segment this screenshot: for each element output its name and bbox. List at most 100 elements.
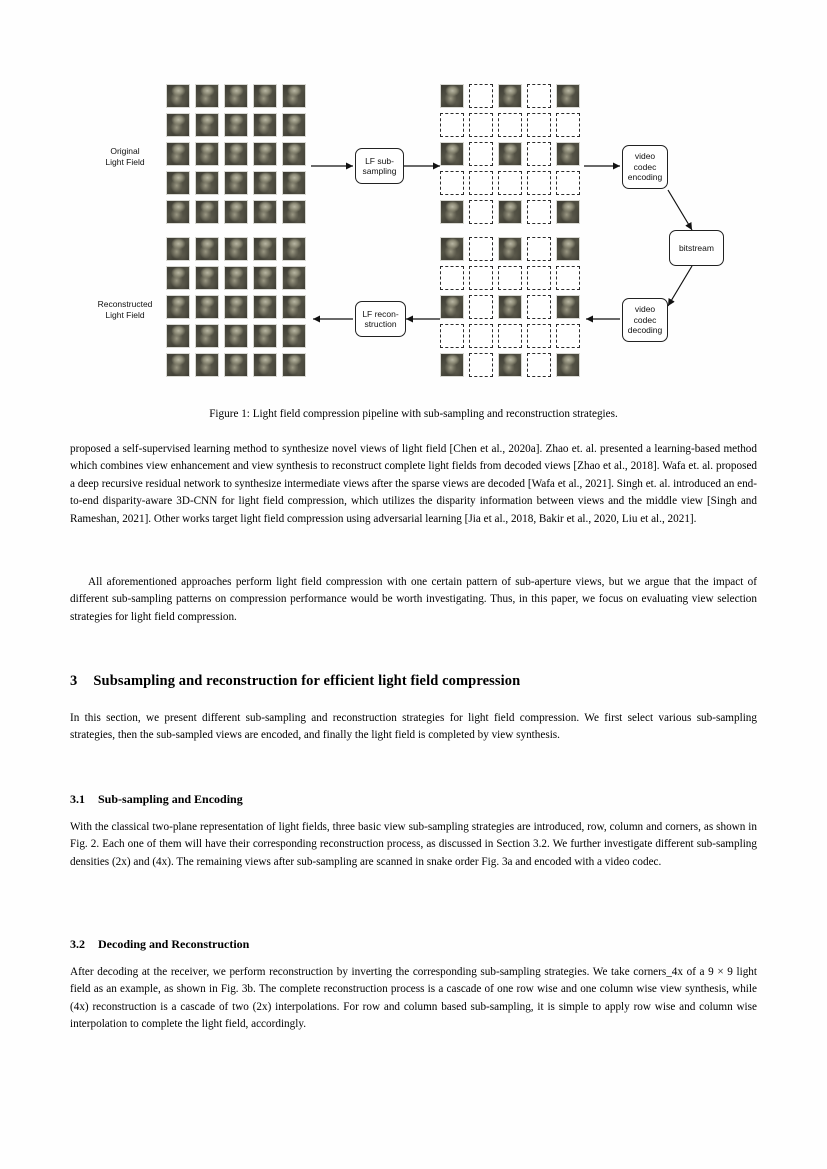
lf-view bbox=[253, 142, 277, 166]
lf-view-missing bbox=[469, 266, 493, 290]
section-3-2-body-block: After decoding at the receiver, we perfo… bbox=[70, 964, 757, 1034]
lf-view-missing bbox=[498, 266, 522, 290]
lf-view bbox=[166, 324, 190, 348]
lf-view bbox=[440, 200, 464, 224]
figure-arrows bbox=[311, 162, 693, 323]
lf-view-missing bbox=[527, 295, 551, 319]
lf-view bbox=[224, 237, 248, 261]
lf-view-missing bbox=[469, 295, 493, 319]
lf-view-missing bbox=[527, 237, 551, 261]
label-reconstructed-light-field: Reconstructed Light Field bbox=[97, 299, 153, 320]
section-3-2-number: 3.2 bbox=[70, 937, 85, 951]
lf-view bbox=[195, 353, 219, 377]
lf-view bbox=[224, 113, 248, 137]
lf-view-missing bbox=[469, 200, 493, 224]
lf-view bbox=[253, 200, 277, 224]
lf-view-missing bbox=[556, 113, 580, 137]
lf-view-missing bbox=[440, 113, 464, 137]
lf-view bbox=[166, 171, 190, 195]
lf-view-missing bbox=[527, 142, 551, 166]
lf-view-missing bbox=[469, 84, 493, 108]
lf-view bbox=[556, 295, 580, 319]
section-3-intro-block: In this section, we present different su… bbox=[70, 710, 757, 745]
lf-view bbox=[282, 142, 306, 166]
section-3-heading-block: 3 Subsampling and reconstruction for effi… bbox=[70, 673, 757, 690]
lf-view bbox=[556, 353, 580, 377]
section-3-heading: 3 Subsampling and reconstruction for effi… bbox=[70, 673, 757, 690]
lf-view bbox=[498, 200, 522, 224]
section-3-1-body-block: With the classical two-plane representat… bbox=[70, 819, 757, 871]
lf-view bbox=[224, 353, 248, 377]
lf-view-missing bbox=[469, 353, 493, 377]
lf-view bbox=[498, 353, 522, 377]
lf-view bbox=[440, 84, 464, 108]
section-3-number: 3 bbox=[70, 673, 78, 689]
lf-view bbox=[556, 237, 580, 261]
lf-view bbox=[166, 295, 190, 319]
body-paragraph-2-block: All aforementioned approaches perform li… bbox=[70, 574, 757, 626]
lf-view bbox=[224, 84, 248, 108]
lf-view bbox=[224, 324, 248, 348]
lf-view bbox=[195, 295, 219, 319]
body-paragraph-1-block: proposed a self-supervised learning meth… bbox=[70, 441, 757, 528]
lf-view-missing bbox=[556, 266, 580, 290]
lf-view bbox=[166, 142, 190, 166]
lf-view bbox=[282, 200, 306, 224]
lf-view bbox=[556, 200, 580, 224]
paragraph-section-3-2: After decoding at the receiver, we perfo… bbox=[70, 966, 757, 1031]
lf-view-missing bbox=[527, 84, 551, 108]
paragraph-section-3-1: With the classical two-plane representat… bbox=[70, 821, 757, 868]
lf-view bbox=[224, 200, 248, 224]
lf-view-missing bbox=[440, 171, 464, 195]
lf-view bbox=[282, 237, 306, 261]
section-3-1-number: 3.1 bbox=[70, 792, 85, 806]
paragraph-motivation: All aforementioned approaches perform li… bbox=[70, 576, 757, 623]
box-bitstream: bitstream bbox=[669, 230, 724, 266]
lf-view-missing bbox=[469, 171, 493, 195]
lf-view-missing bbox=[469, 237, 493, 261]
label-original-light-field: Original Light Field bbox=[105, 146, 145, 167]
lf-view bbox=[282, 113, 306, 137]
lf-view bbox=[224, 266, 248, 290]
paragraph-related-work: proposed a self-supervised learning meth… bbox=[70, 443, 757, 525]
lf-view bbox=[166, 353, 190, 377]
lf-view-missing bbox=[527, 353, 551, 377]
lf-view-missing bbox=[469, 113, 493, 137]
lf-view bbox=[195, 200, 219, 224]
lf-view bbox=[166, 266, 190, 290]
lf-view-missing bbox=[527, 266, 551, 290]
lf-view bbox=[253, 237, 277, 261]
lf-view bbox=[253, 113, 277, 137]
lf-view bbox=[282, 295, 306, 319]
lf-view bbox=[282, 84, 306, 108]
lf-view bbox=[166, 113, 190, 137]
grid-subsampled-encoded bbox=[440, 84, 580, 224]
lf-view bbox=[195, 171, 219, 195]
lf-view bbox=[282, 324, 306, 348]
box-lf-reconstruction: LF recon- struction bbox=[355, 301, 406, 337]
lf-view bbox=[195, 237, 219, 261]
lf-view-missing bbox=[440, 266, 464, 290]
lf-view bbox=[253, 295, 277, 319]
grid-original-light-field bbox=[166, 84, 306, 224]
figure-1-caption: Figure 1: Light field compression pipeli… bbox=[209, 408, 618, 420]
lf-view-missing bbox=[527, 171, 551, 195]
box-video-codec-encoding: video codec encoding bbox=[622, 145, 668, 189]
lf-view bbox=[498, 142, 522, 166]
lf-view bbox=[253, 171, 277, 195]
lf-view bbox=[253, 353, 277, 377]
lf-view bbox=[440, 295, 464, 319]
section-3-title: Subsampling and reconstruction for effic… bbox=[93, 673, 521, 689]
lf-view bbox=[282, 171, 306, 195]
lf-view-missing bbox=[498, 324, 522, 348]
lf-view bbox=[556, 142, 580, 166]
lf-view-missing bbox=[527, 324, 551, 348]
box-lf-subsampling: LF sub- sampling bbox=[355, 148, 404, 184]
lf-view bbox=[253, 266, 277, 290]
lf-view bbox=[253, 324, 277, 348]
lf-view-missing bbox=[527, 113, 551, 137]
lf-view bbox=[440, 142, 464, 166]
